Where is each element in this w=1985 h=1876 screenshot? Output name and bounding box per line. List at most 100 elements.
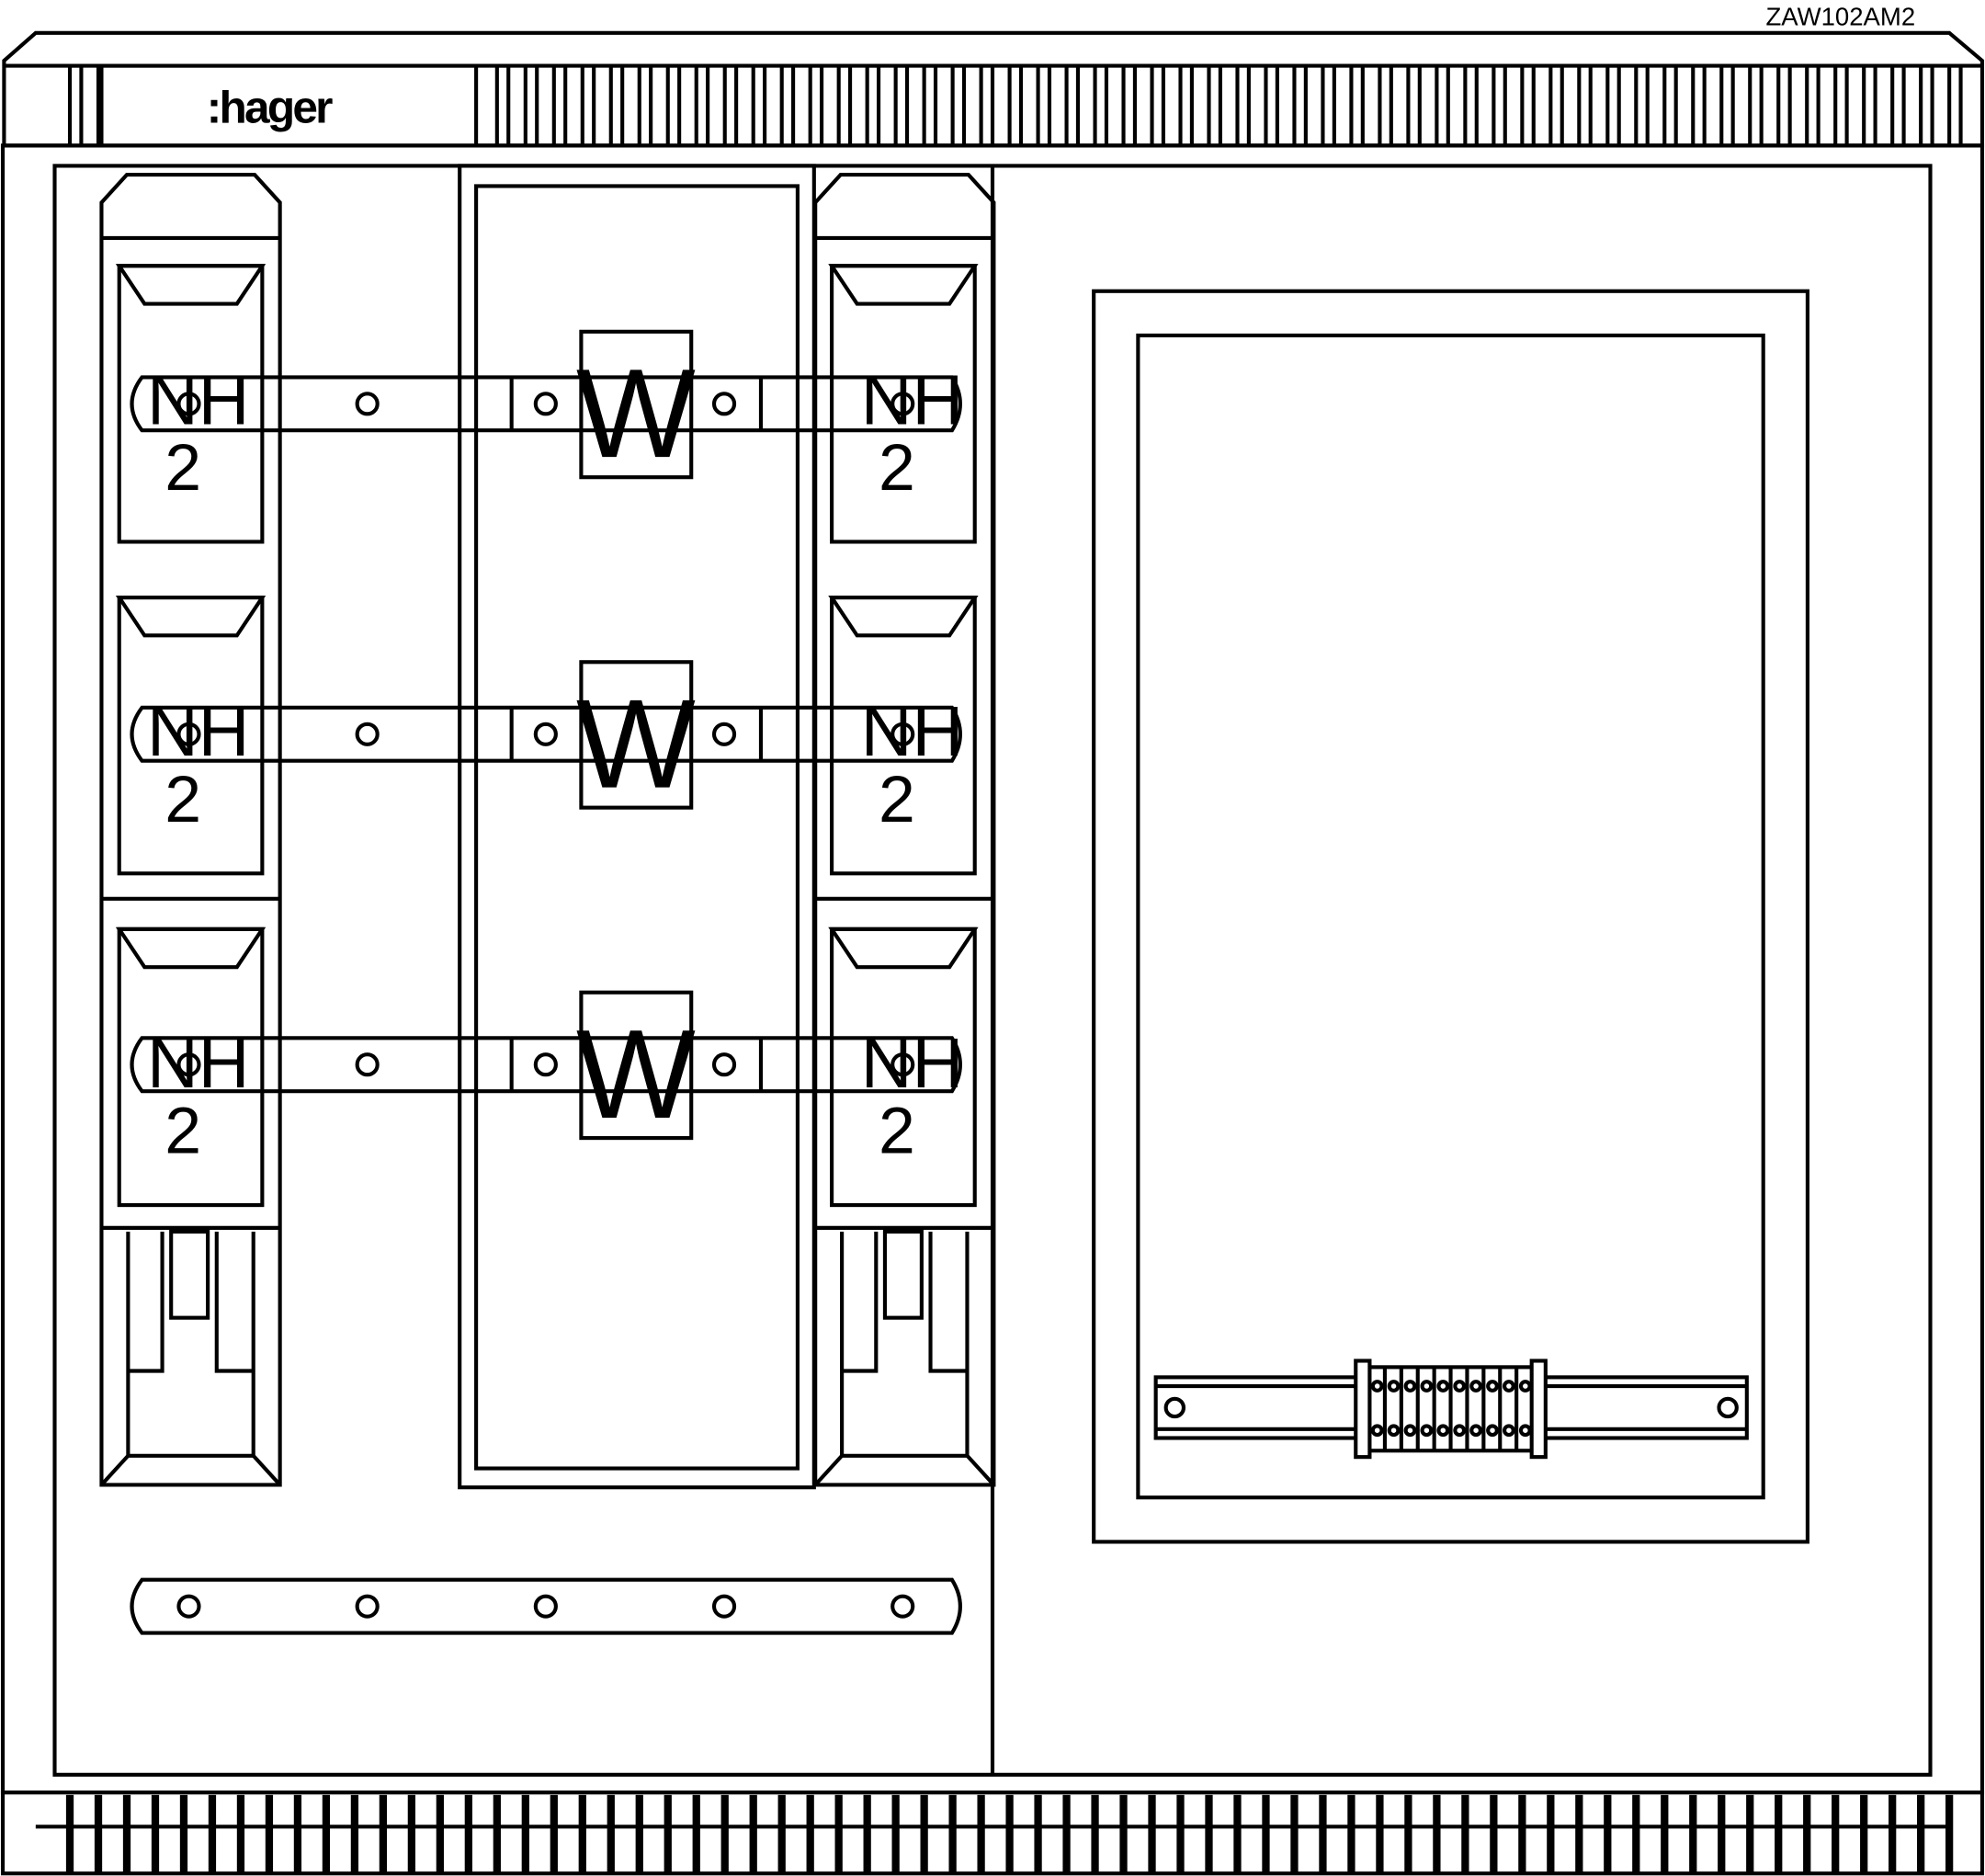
rib <box>1632 1794 1640 1874</box>
rib <box>464 1794 472 1874</box>
rib <box>1178 63 1194 148</box>
rib <box>1548 63 1564 148</box>
fuse-carrier <box>830 264 977 544</box>
rib <box>979 63 995 148</box>
fuse-size: 2 <box>164 763 201 836</box>
rib <box>1433 1794 1441 1874</box>
bolt-hole <box>711 1052 737 1077</box>
rib <box>891 1794 900 1874</box>
logo-plate <box>99 63 479 148</box>
rib <box>920 1794 928 1874</box>
bolt-hole <box>711 1594 737 1619</box>
fuse-label: NH <box>861 1024 963 1103</box>
bolt-hole <box>533 1052 558 1077</box>
grip <box>115 927 267 970</box>
fuse-label: NH <box>861 360 963 439</box>
nh-fuse-carrier <box>115 264 267 544</box>
rib <box>720 1794 729 1874</box>
rib <box>749 1794 757 1874</box>
fuse-carrier <box>830 927 977 1208</box>
bolt-hole <box>176 1594 201 1619</box>
terminal-screw <box>1403 1380 1417 1393</box>
rib <box>578 1794 586 1874</box>
nh-fuse-carrier <box>115 595 267 876</box>
rib <box>1064 63 1081 148</box>
rib <box>1889 1794 1897 1874</box>
rib <box>436 1794 444 1874</box>
bolt-hole <box>890 1052 915 1077</box>
fuse-label: NH <box>147 1024 249 1103</box>
rib <box>1091 1794 1099 1874</box>
rib <box>1917 1794 1925 1874</box>
terminal-screw <box>1370 1380 1384 1393</box>
end-stop <box>1529 1359 1548 1460</box>
rib <box>608 63 625 148</box>
rib <box>1406 63 1422 148</box>
neutral-busbar <box>130 1577 962 1635</box>
rib <box>322 1794 331 1874</box>
din-rail-terminal-block <box>1153 1359 1749 1460</box>
bolt-hole <box>890 722 915 746</box>
switch-box <box>579 990 694 1141</box>
rib <box>1919 63 1934 148</box>
bolt-hole <box>176 392 201 416</box>
rib <box>1461 1794 1469 1874</box>
terminal-screw <box>1387 1380 1401 1393</box>
switch-box <box>579 660 694 810</box>
nh-fuse-carrier <box>828 264 979 544</box>
rib <box>808 63 824 148</box>
fuse-size: 2 <box>879 1095 915 1168</box>
rib <box>1689 1794 1697 1874</box>
rib <box>863 1794 871 1874</box>
rib <box>350 1794 359 1874</box>
rib <box>1492 63 1507 148</box>
rib <box>293 1794 302 1874</box>
rib <box>1890 63 1906 148</box>
rib <box>1520 63 1536 148</box>
rib <box>1805 63 1821 148</box>
rib <box>692 1794 700 1874</box>
mount-hole <box>1163 1396 1186 1419</box>
nh-fuse-carrier <box>828 927 979 1208</box>
rib <box>236 1794 245 1874</box>
rib <box>1093 63 1109 148</box>
grip <box>828 927 979 970</box>
terminal-screw <box>1420 1380 1434 1393</box>
rib <box>523 63 539 148</box>
bolt-hole <box>355 1052 380 1077</box>
contact <box>928 1232 968 1373</box>
chamfer <box>252 1454 282 1486</box>
rib <box>1775 1794 1783 1874</box>
grip <box>828 264 979 306</box>
rib <box>950 63 967 148</box>
rib <box>1150 63 1165 148</box>
rib <box>1121 63 1137 148</box>
rib <box>1604 1794 1612 1874</box>
busbar <box>130 1036 962 1094</box>
bolt-hole <box>355 722 380 746</box>
bolt-hole <box>176 722 201 746</box>
rib <box>1661 1794 1669 1874</box>
busbar <box>130 375 962 433</box>
rib <box>1718 1794 1726 1874</box>
rib <box>1862 63 1877 148</box>
switch-compartment <box>458 164 816 1490</box>
rib <box>407 1794 415 1874</box>
switch-label: W <box>576 343 696 484</box>
rib <box>694 63 710 148</box>
fuse-carrier <box>117 264 265 544</box>
bolt-hole <box>711 392 737 416</box>
rib <box>551 63 568 148</box>
rib <box>1007 63 1024 148</box>
rib <box>1490 1794 1498 1874</box>
fuse-size: 2 <box>879 431 915 505</box>
bolt-hole <box>355 1594 380 1619</box>
busbar <box>130 705 962 763</box>
rib <box>494 63 511 148</box>
bolt-hole <box>711 722 737 746</box>
rib <box>151 1794 160 1874</box>
rib <box>67 63 84 148</box>
rib <box>1547 1794 1555 1874</box>
rib <box>1634 63 1650 148</box>
